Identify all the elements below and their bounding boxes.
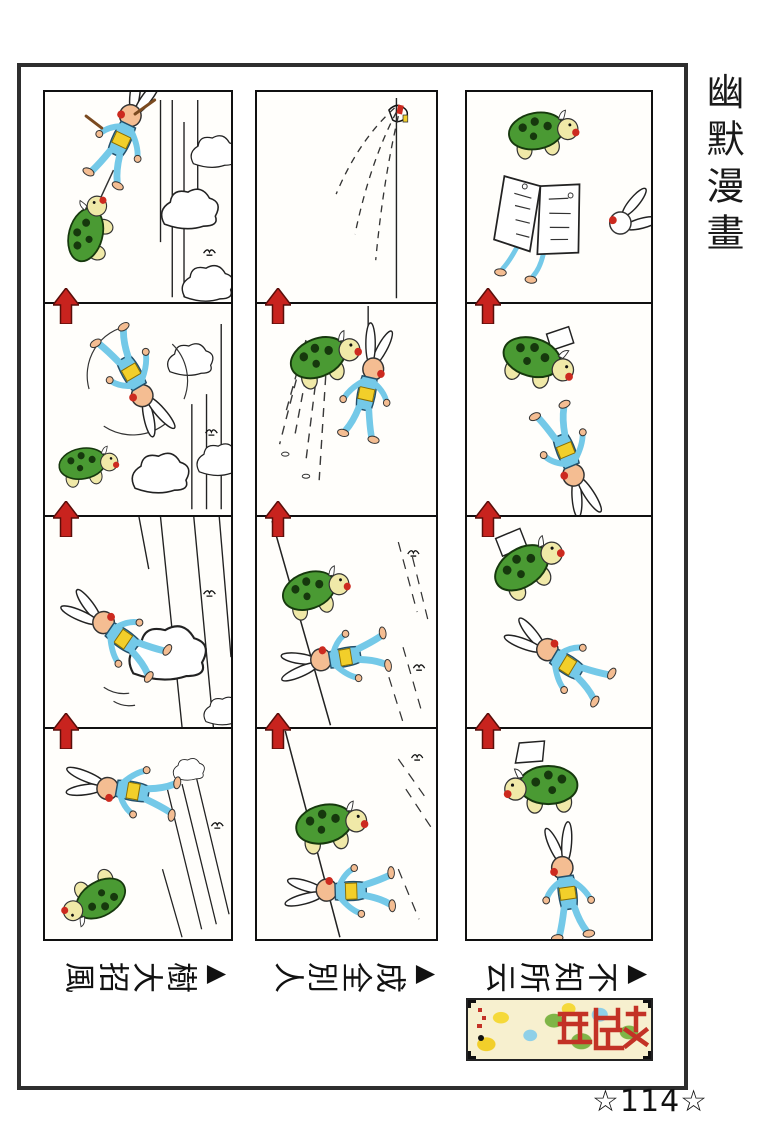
panel-illustration	[45, 516, 231, 727]
caption-text: 成全別人	[270, 957, 407, 992]
comic-strip-3	[465, 90, 653, 941]
panel-illustration	[278, 306, 436, 481]
caption-triangle-icon: ▲	[406, 960, 442, 989]
strip1-panel-1	[45, 92, 231, 303]
panel-illustration	[486, 525, 651, 727]
panel-illustration	[257, 730, 433, 938]
reading-arrow-icon	[475, 501, 501, 537]
panel-illustration	[61, 92, 231, 302]
panel-illustration	[502, 739, 651, 939]
strip3-panel-4	[467, 726, 651, 939]
strip1-panel-4	[45, 726, 231, 939]
caption-triangle-icon: ▲	[198, 960, 233, 989]
panel-illustration	[495, 326, 651, 514]
panel-illustration	[52, 729, 230, 938]
strip3-panel-2	[467, 302, 651, 515]
reading-arrow-icon	[265, 501, 291, 537]
caption-text: 樹大招風	[62, 957, 198, 992]
strip3-panel-1	[467, 92, 651, 303]
reading-arrow-icon	[475, 288, 501, 324]
strip1-panel-3	[45, 514, 231, 727]
panel-illustration	[55, 304, 231, 510]
caption-text: 不知所云	[483, 957, 619, 992]
reading-arrow-icon	[475, 713, 501, 749]
comic-strip-1	[43, 90, 233, 941]
reading-arrow-icon	[53, 501, 79, 537]
strip1-panel-2	[45, 302, 231, 515]
strip2-panel-1	[257, 92, 436, 303]
strip1-caption: ▲樹大招風	[43, 946, 233, 1002]
strip2-panel-4	[257, 726, 436, 939]
caption-triangle-icon: ▲	[619, 960, 654, 989]
color-stamp	[466, 998, 653, 1061]
comic-strip-2	[255, 90, 438, 941]
reading-arrow-icon	[265, 713, 291, 749]
strip2-panel-3	[257, 514, 436, 727]
strip2-panel-2	[257, 302, 436, 515]
side-title: 幽默漫畫	[700, 72, 742, 260]
reading-arrow-icon	[265, 288, 291, 324]
strip3-caption: ▲不知所云	[465, 946, 654, 1002]
panel-illustration	[493, 104, 651, 284]
panel-illustration	[257, 520, 430, 725]
strip3-panel-3	[467, 514, 651, 727]
page-number: ☆114☆	[592, 1084, 709, 1119]
strip2-caption: ▲成全別人	[255, 946, 442, 1002]
reading-arrow-icon	[53, 713, 79, 749]
stamp-art	[468, 1000, 651, 1059]
reading-arrow-icon	[53, 288, 79, 324]
panel-illustration	[335, 98, 409, 299]
